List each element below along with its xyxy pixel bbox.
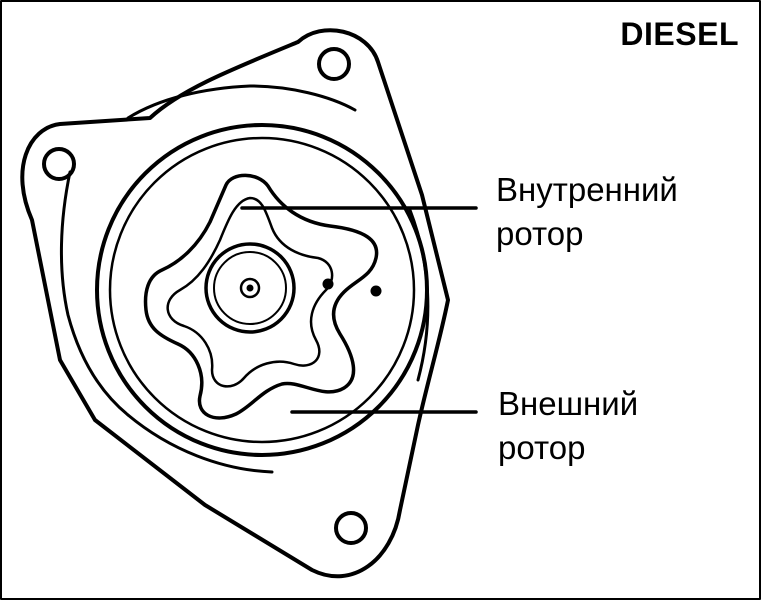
inner-rotor-label: Внутренний ротор [496,168,678,256]
mounting-hole-left [42,147,76,181]
shaft-center-dot [246,284,254,292]
mounting-hole-bottom [334,511,368,545]
alignment-mark-outer [370,285,382,297]
shaft-center-ring [239,277,261,299]
inner-rotor-contour [166,196,334,388]
rotor-bore-outer [95,123,429,457]
housing-step-left [59,170,130,417]
shaft-hub-outer [204,242,296,334]
housing-step-bottom [126,413,274,474]
outer-rotor-label: Внешний ротор [498,382,638,470]
mounting-hole-top [317,47,351,81]
shaft-hub-inner [213,251,287,325]
housing-step-top [126,84,357,120]
outer-rotor-label-line2: ротор [498,429,586,466]
inner-rotor-label-line1: Внутренний [496,171,678,208]
housing-flange [20,28,450,579]
outer-rotor-cavity [143,173,379,420]
outer-rotor-label-line1: Внешний [498,385,639,422]
alignment-mark-inner [322,278,334,290]
engine-type-title: DIESEL [620,16,739,52]
inner-rotor-label-line2: ротор [496,215,584,252]
rotor-bore-inner [108,136,416,444]
